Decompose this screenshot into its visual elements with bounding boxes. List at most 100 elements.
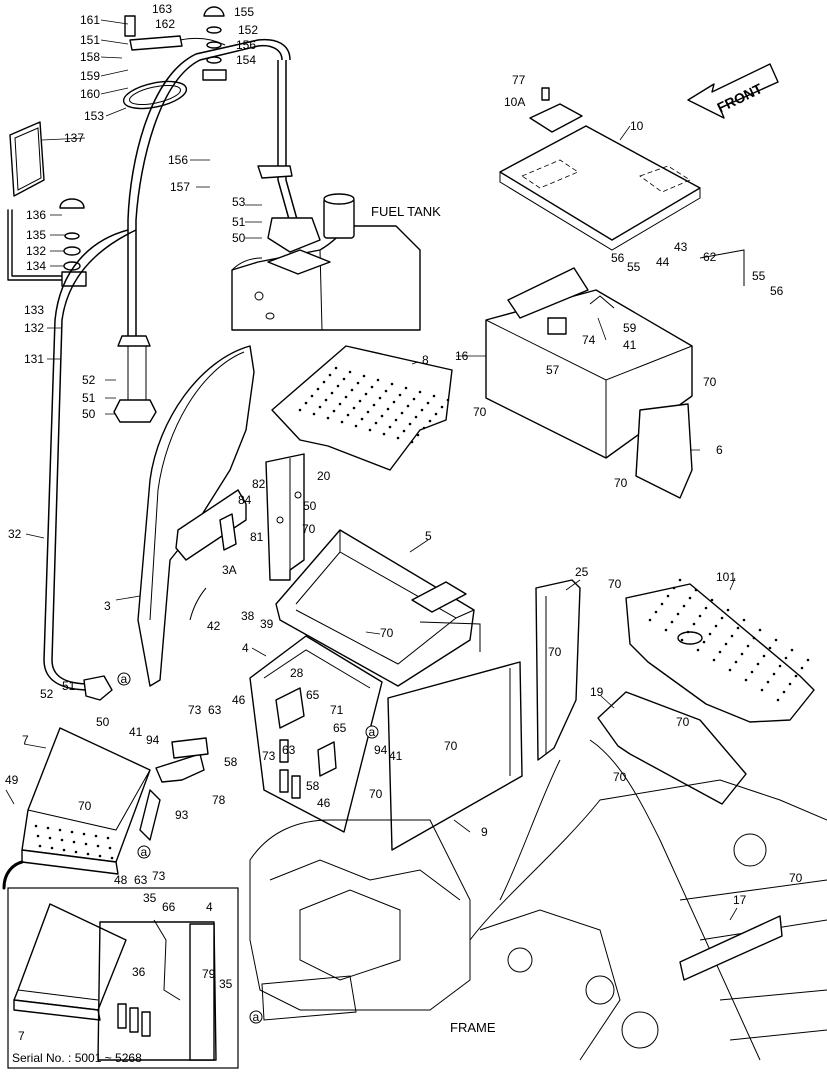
callout-157: 157	[170, 180, 190, 194]
callout-58: 58	[306, 779, 320, 793]
callout-4: 4	[242, 641, 249, 655]
callout-94: 94	[146, 733, 160, 747]
callout-65: 65	[306, 688, 320, 702]
callout-8: 8	[422, 353, 429, 367]
callout-65: 65	[333, 721, 347, 735]
callout-41: 41	[389, 749, 403, 763]
callout-71: 71	[330, 703, 344, 717]
callout-160: 160	[80, 87, 100, 101]
marker-letter: a	[253, 1010, 260, 1024]
callout-53: 53	[232, 195, 246, 209]
callout-84: 84	[238, 493, 252, 507]
reference-marker-a: a	[365, 725, 379, 739]
callout-3A: 3A	[222, 563, 237, 577]
callout-151: 151	[80, 33, 100, 47]
callout-137: 137	[64, 131, 84, 145]
callout-4: 4	[206, 900, 213, 914]
callout-82: 82	[252, 477, 266, 491]
callout-3: 3	[104, 599, 111, 613]
callout-136: 136	[26, 208, 46, 222]
callout-28: 28	[290, 666, 304, 680]
marker-letter: a	[121, 672, 128, 686]
callout-38: 38	[241, 609, 255, 623]
callout-42: 42	[207, 619, 221, 633]
callout-62: 62	[703, 250, 717, 264]
handrail-pipe	[43, 38, 321, 701]
callout-51: 51	[232, 215, 246, 229]
callout-154: 154	[236, 53, 256, 67]
fuel-tank-label: FUEL TANK	[371, 204, 441, 219]
callout-70: 70	[444, 739, 458, 753]
perforated-plate-8	[271, 345, 453, 471]
callout-155: 155	[234, 5, 254, 19]
callout-70: 70	[703, 375, 717, 389]
callout-44: 44	[656, 255, 670, 269]
callout-79: 79	[202, 967, 216, 981]
callout-73: 73	[152, 869, 166, 883]
step-7	[21, 727, 161, 875]
callout-32: 32	[8, 527, 22, 541]
callout-94: 94	[374, 743, 388, 757]
callout-70: 70	[369, 787, 383, 801]
callout-156: 156	[236, 38, 256, 52]
bracket-78	[155, 737, 209, 783]
callout-70: 70	[78, 799, 92, 813]
callout-63: 63	[282, 743, 296, 757]
callout-46: 46	[232, 693, 246, 707]
callout-36: 36	[132, 965, 146, 979]
callout-46: 46	[317, 796, 331, 810]
fuel-tank: FUEL TANK	[231, 193, 441, 331]
callout-49: 49	[5, 773, 19, 787]
callout-70: 70	[789, 871, 803, 885]
callout-48: 48	[114, 873, 128, 887]
callout-50: 50	[96, 715, 110, 729]
callout-78: 78	[212, 793, 226, 807]
marker-letter: a	[141, 845, 148, 859]
perforation-pattern-7	[34, 824, 114, 860]
callout-52: 52	[82, 373, 96, 387]
callout-162: 162	[155, 17, 175, 31]
callout-50: 50	[303, 499, 317, 513]
callout-50: 50	[82, 407, 96, 421]
bracket-20	[265, 453, 305, 581]
callout-55: 55	[752, 269, 766, 283]
callout-156: 156	[168, 153, 188, 167]
callout-25: 25	[575, 565, 589, 579]
callout-135: 135	[26, 228, 46, 242]
callout-6: 6	[716, 443, 723, 457]
callout-56: 56	[770, 284, 784, 298]
toolbox-cover	[499, 87, 701, 251]
callout-41: 41	[623, 338, 637, 352]
callout-66: 66	[162, 900, 176, 914]
callout-59: 59	[623, 321, 637, 335]
callout-70: 70	[380, 626, 394, 640]
callout-57: 57	[546, 363, 560, 377]
marker-letter: a	[369, 725, 376, 739]
callout-133: 133	[24, 303, 44, 317]
callout-81: 81	[250, 530, 264, 544]
callout-39: 39	[260, 617, 274, 631]
callout-159: 159	[80, 69, 100, 83]
left-mirror	[7, 121, 87, 287]
toolbox-body	[485, 249, 745, 459]
callout-55: 55	[627, 260, 641, 274]
callout-7: 7	[18, 1029, 25, 1043]
reference-marker-a: a	[249, 1010, 263, 1024]
callout-163: 163	[152, 2, 172, 16]
callout-161: 161	[80, 13, 100, 27]
callout-70: 70	[473, 405, 487, 419]
callout-73: 73	[262, 749, 276, 763]
callout-74: 74	[582, 333, 596, 347]
callout-52: 52	[40, 687, 54, 701]
callout-93: 93	[175, 808, 189, 822]
callout-70: 70	[613, 770, 627, 784]
callout-153: 153	[84, 109, 104, 123]
callout-50: 50	[232, 231, 246, 245]
callout-51: 51	[62, 679, 76, 693]
callout-158: 158	[80, 50, 100, 64]
frame-5	[275, 529, 481, 687]
callout-43: 43	[674, 240, 688, 254]
callout-51: 51	[82, 391, 96, 405]
